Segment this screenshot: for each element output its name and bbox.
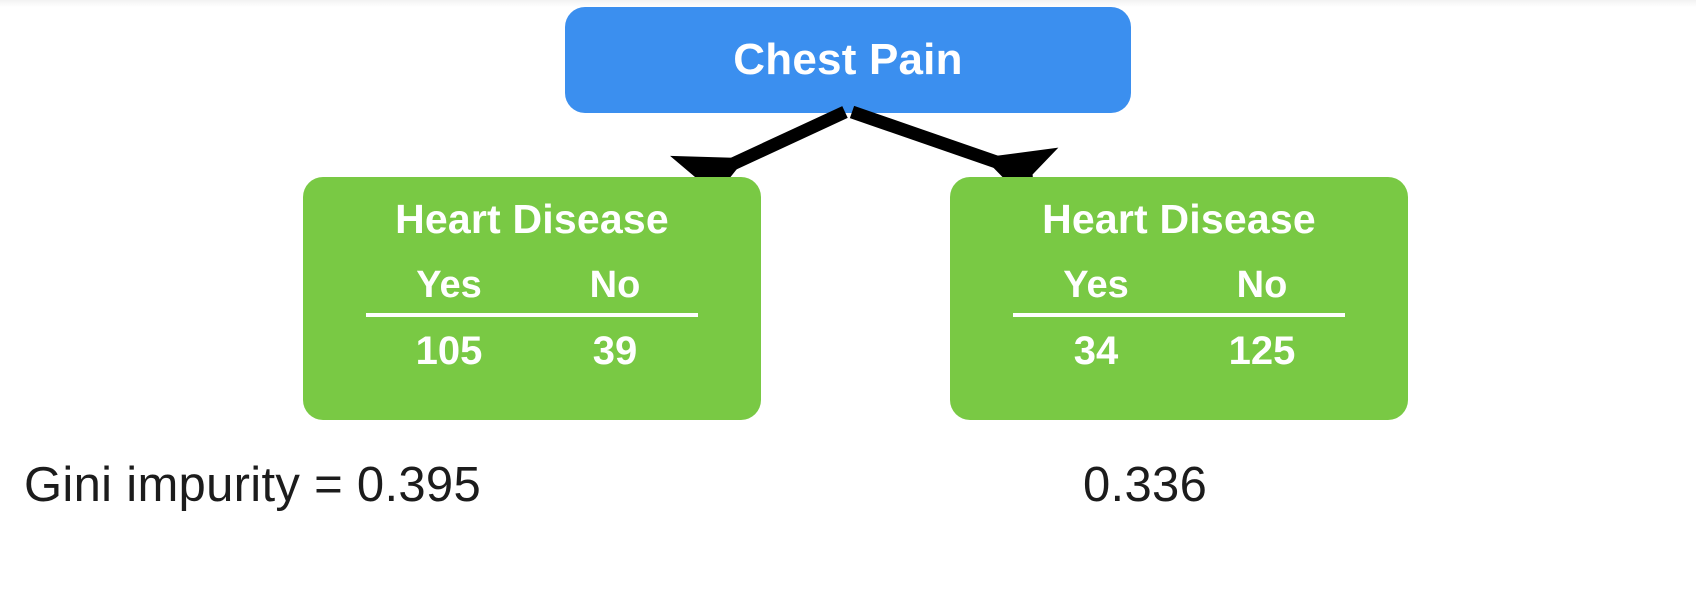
- leaf-right-col-yes: Yes: [1013, 266, 1179, 317]
- leaf-right-col-no: No: [1179, 266, 1345, 317]
- leaf-left-col-no: No: [532, 266, 698, 317]
- top-edge-strip: [0, 0, 1696, 7]
- edge-left-arrow: [670, 106, 848, 218]
- leaf-right-count-yes: 34: [1073, 329, 1119, 373]
- table-row: 34 125: [1013, 315, 1345, 371]
- leaf-left-title: Heart Disease: [395, 196, 669, 242]
- node-heart-disease-left[interactable]: Heart Disease Yes No 105 39: [303, 177, 761, 420]
- table-header-row: Yes No: [366, 266, 698, 317]
- table-header-row: Yes No: [1013, 266, 1345, 317]
- leaf-left-count-no: 39: [592, 329, 638, 373]
- table-row: 105 39: [366, 315, 698, 371]
- leaf-right-title: Heart Disease: [1042, 196, 1316, 242]
- leaf-right-table: Yes No 34 125: [1013, 266, 1345, 371]
- node-heart-disease-right[interactable]: Heart Disease Yes No 34 125: [950, 177, 1408, 420]
- leaf-left-count-yes: 105: [415, 329, 483, 373]
- edge-right-arrow: [849, 105, 1059, 212]
- gini-impurity-left-caption: Gini impurity = 0.395: [24, 458, 482, 512]
- node-chest-pain[interactable]: Chest Pain: [565, 7, 1131, 113]
- node-chest-pain-label: Chest Pain: [733, 35, 963, 84]
- leaf-left-table: Yes No 105 39: [366, 266, 698, 371]
- leaf-right-count-no: 125: [1228, 329, 1296, 373]
- gini-impurity-right-caption: 0.336: [1083, 458, 1208, 512]
- leaf-left-col-yes: Yes: [366, 266, 532, 317]
